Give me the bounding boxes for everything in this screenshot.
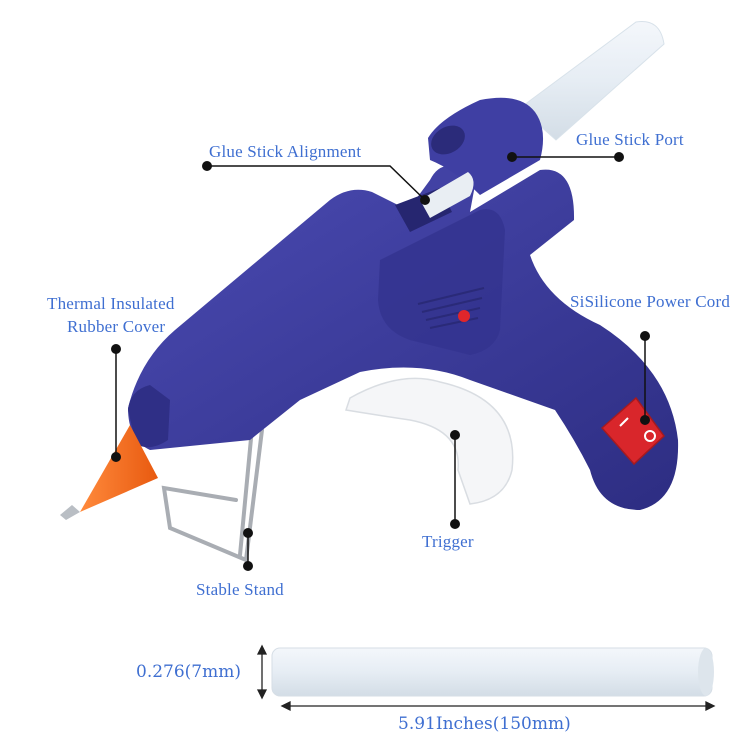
indicator-led [458, 310, 470, 322]
dimension-arrows [256, 644, 716, 712]
glue-gun-body [128, 97, 679, 510]
spare-glue-stick [271, 647, 714, 697]
glue-stick-inserted [519, 20, 665, 141]
label-trigger: Trigger [422, 532, 474, 551]
label-stable-stand: Stable Stand [196, 580, 284, 599]
dimension-diameter: 0.276(7mm) [136, 662, 241, 682]
label-thermal-insulated: Thermal Insulated [47, 294, 175, 313]
label-power-cord: SiSilicone Power Cord [570, 292, 731, 311]
stable-stand-wire [161, 426, 264, 563]
trigger-shape [345, 377, 514, 505]
callout-dots [111, 152, 650, 571]
label-glue-stick-port: Glue Stick Port [576, 130, 684, 149]
nozzle [60, 425, 158, 520]
label-glue-stick-alignment: Glue Stick Alignment [209, 142, 362, 161]
label-rubber-cover: Rubber Cover [67, 317, 166, 336]
dimension-length: 5.91Inches(150mm) [398, 714, 571, 734]
power-switch [600, 396, 665, 466]
callout-lines [115, 156, 646, 566]
